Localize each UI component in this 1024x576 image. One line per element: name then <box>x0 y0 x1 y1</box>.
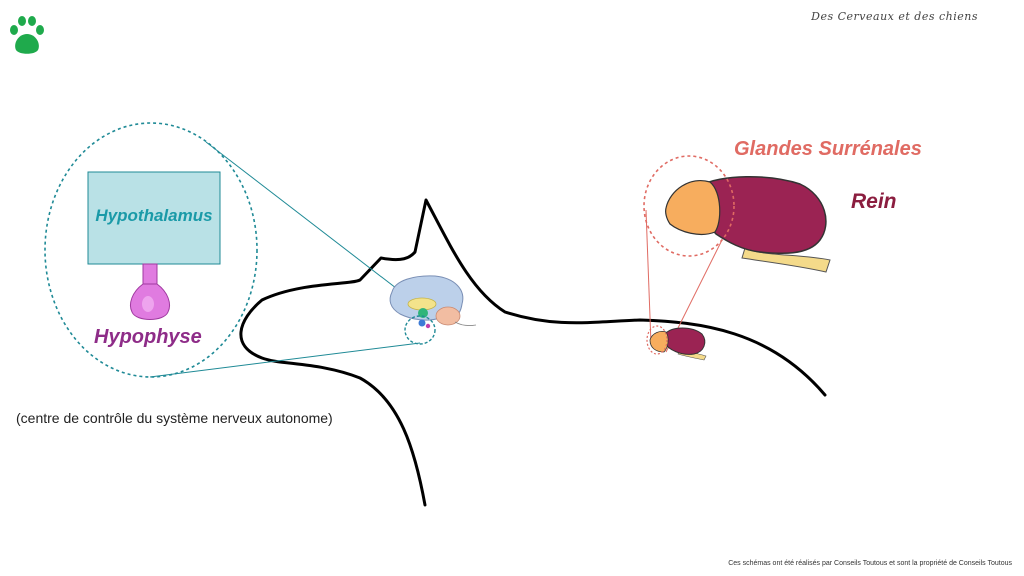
footer-credit: Ces schémas ont été réalisés par Conseil… <box>728 560 1012 567</box>
zoom-target-adrenal <box>646 325 668 355</box>
zoom-line-bottom <box>149 342 421 378</box>
hypothalamus-box <box>87 171 221 265</box>
hypophyse-label: Hypophyse <box>94 326 202 348</box>
adrenal-gland-large <box>665 180 721 236</box>
kidney-small <box>649 327 707 361</box>
dog-body-outline <box>239 198 827 507</box>
zoom-circle-brain <box>44 122 258 378</box>
zoom-line-top <box>205 141 419 306</box>
brand-title: Des Cerveaux et des chiens <box>811 10 978 23</box>
caption-text: (centre de contrôle du système nerveux a… <box>16 410 333 426</box>
zoom-circle-adrenal <box>643 155 735 257</box>
zoom-target-brain <box>404 315 436 345</box>
kidney-large <box>698 175 831 273</box>
rein-label: Rein <box>851 190 897 213</box>
zoom-line-adrenal-1 <box>645 209 652 345</box>
pituitary-stalk <box>142 263 158 287</box>
hypothalamus-label: Hypothalamus <box>95 206 213 225</box>
glandes-surrenales-label: Glandes Surrénales <box>734 138 922 160</box>
paw-icon <box>10 16 44 54</box>
small-brain <box>389 275 477 329</box>
